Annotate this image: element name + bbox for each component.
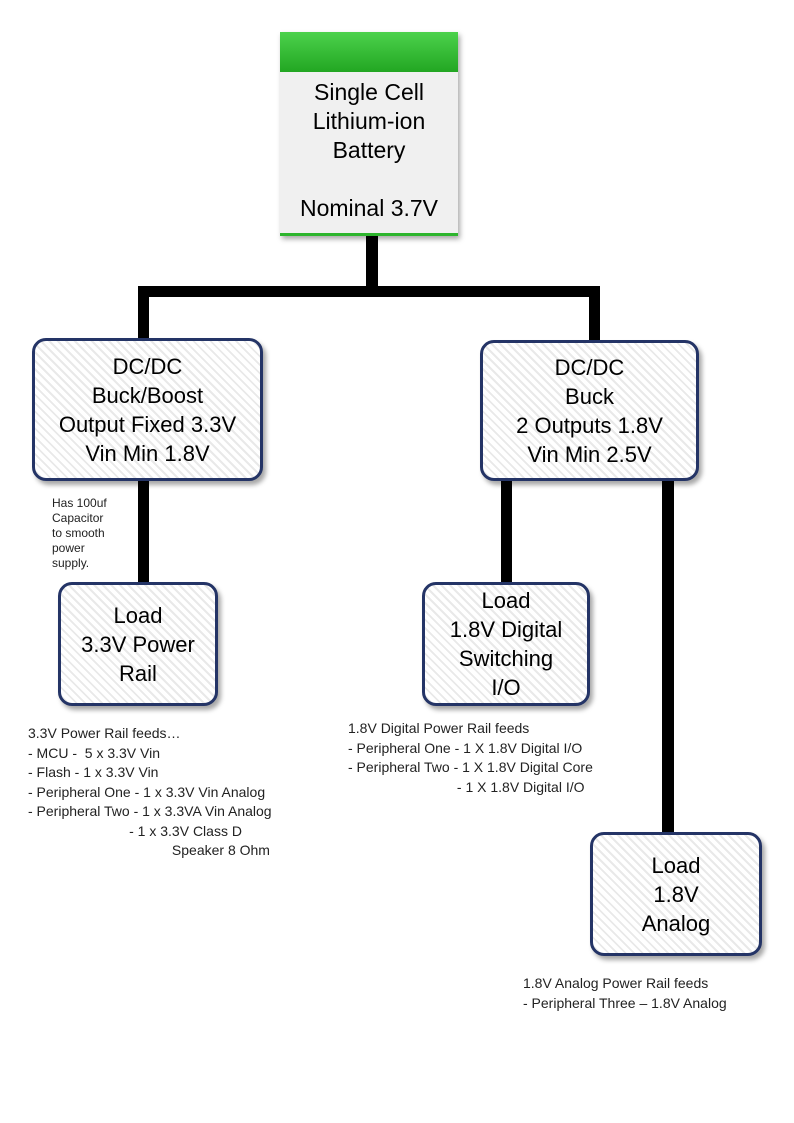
- wire-bus-horizontal: [138, 286, 600, 297]
- wire-battery-down: [366, 236, 378, 294]
- load-1v8-digital: Load 1.8V Digital Switching I/O: [422, 582, 590, 706]
- capacitor-note: Has 100uf Capacitor to smooth power supp…: [52, 496, 107, 570]
- converter-buck-boost: DC/DC Buck/Boost Output Fixed 3.3V Vin M…: [32, 338, 263, 481]
- battery-label: Single Cell Lithium-ion Battery Nominal …: [299, 79, 439, 221]
- wire-right-to-load-digital: [501, 478, 512, 584]
- note-1v8-digital-rail: 1.8V Digital Power Rail feeds - Peripher…: [348, 720, 593, 795]
- wire-to-left-converter: [138, 286, 149, 342]
- wire-right-to-load-analog: [662, 478, 674, 834]
- load-3v3-power-rail: Load 3.3V Power Rail: [58, 582, 218, 706]
- note-1v8-analog-rail: 1.8V Analog Power Rail feeds - Periphera…: [523, 975, 727, 1011]
- wire-to-right-converter: [589, 286, 600, 342]
- wire-left-to-load-33: [138, 478, 149, 584]
- note-3v3-rail: 3.3V Power Rail feeds… - MCU - 5 x 3.3V …: [28, 725, 272, 858]
- load-1v8-analog: Load 1.8V Analog: [590, 832, 762, 956]
- battery-box: Single Cell Lithium-ion Battery Nominal …: [280, 32, 458, 236]
- converter-buck: DC/DC Buck 2 Outputs 1.8V Vin Min 2.5V: [480, 340, 699, 481]
- battery-terminal-band: [280, 32, 458, 72]
